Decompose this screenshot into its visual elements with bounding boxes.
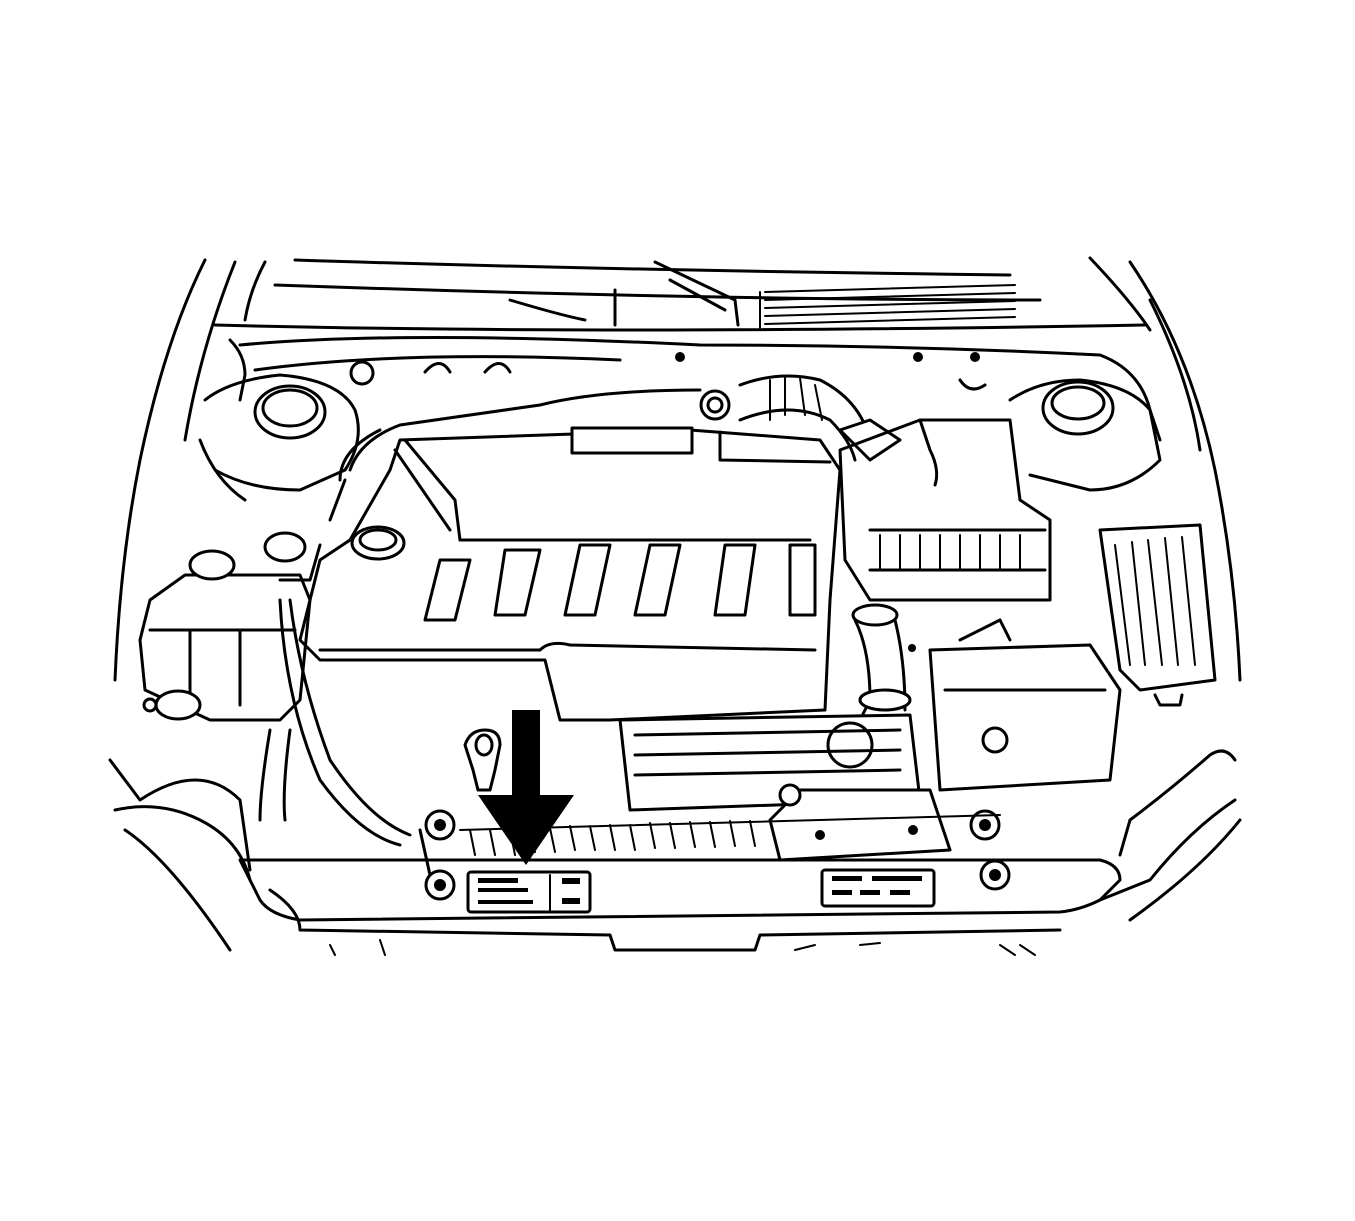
- down-arrow-icon: [478, 710, 574, 865]
- battery: [908, 618, 1122, 792]
- dipstick: [463, 728, 502, 792]
- strut-tower-right: [1008, 378, 1162, 492]
- hood-outline: [113, 256, 1242, 682]
- front-shroud: [618, 713, 952, 862]
- cowl-panel: [228, 336, 1162, 442]
- engine-cover: [298, 426, 842, 722]
- label-plate-left: [466, 870, 592, 914]
- cowl-grille: [759, 284, 1016, 329]
- strut-tower-left: [198, 373, 360, 502]
- air-cleaner-box: [838, 418, 1052, 602]
- label-plate-right: [820, 868, 936, 908]
- fuse-box: [1098, 523, 1217, 707]
- coolant-reservoir: [138, 531, 312, 722]
- front-fenders: [108, 749, 1242, 956]
- radiator-support: [238, 809, 1122, 952]
- air-intake-duct: [699, 374, 902, 462]
- hoses: [258, 388, 702, 847]
- oil-filler-cap: [350, 525, 406, 561]
- radiator-hose: [851, 603, 912, 722]
